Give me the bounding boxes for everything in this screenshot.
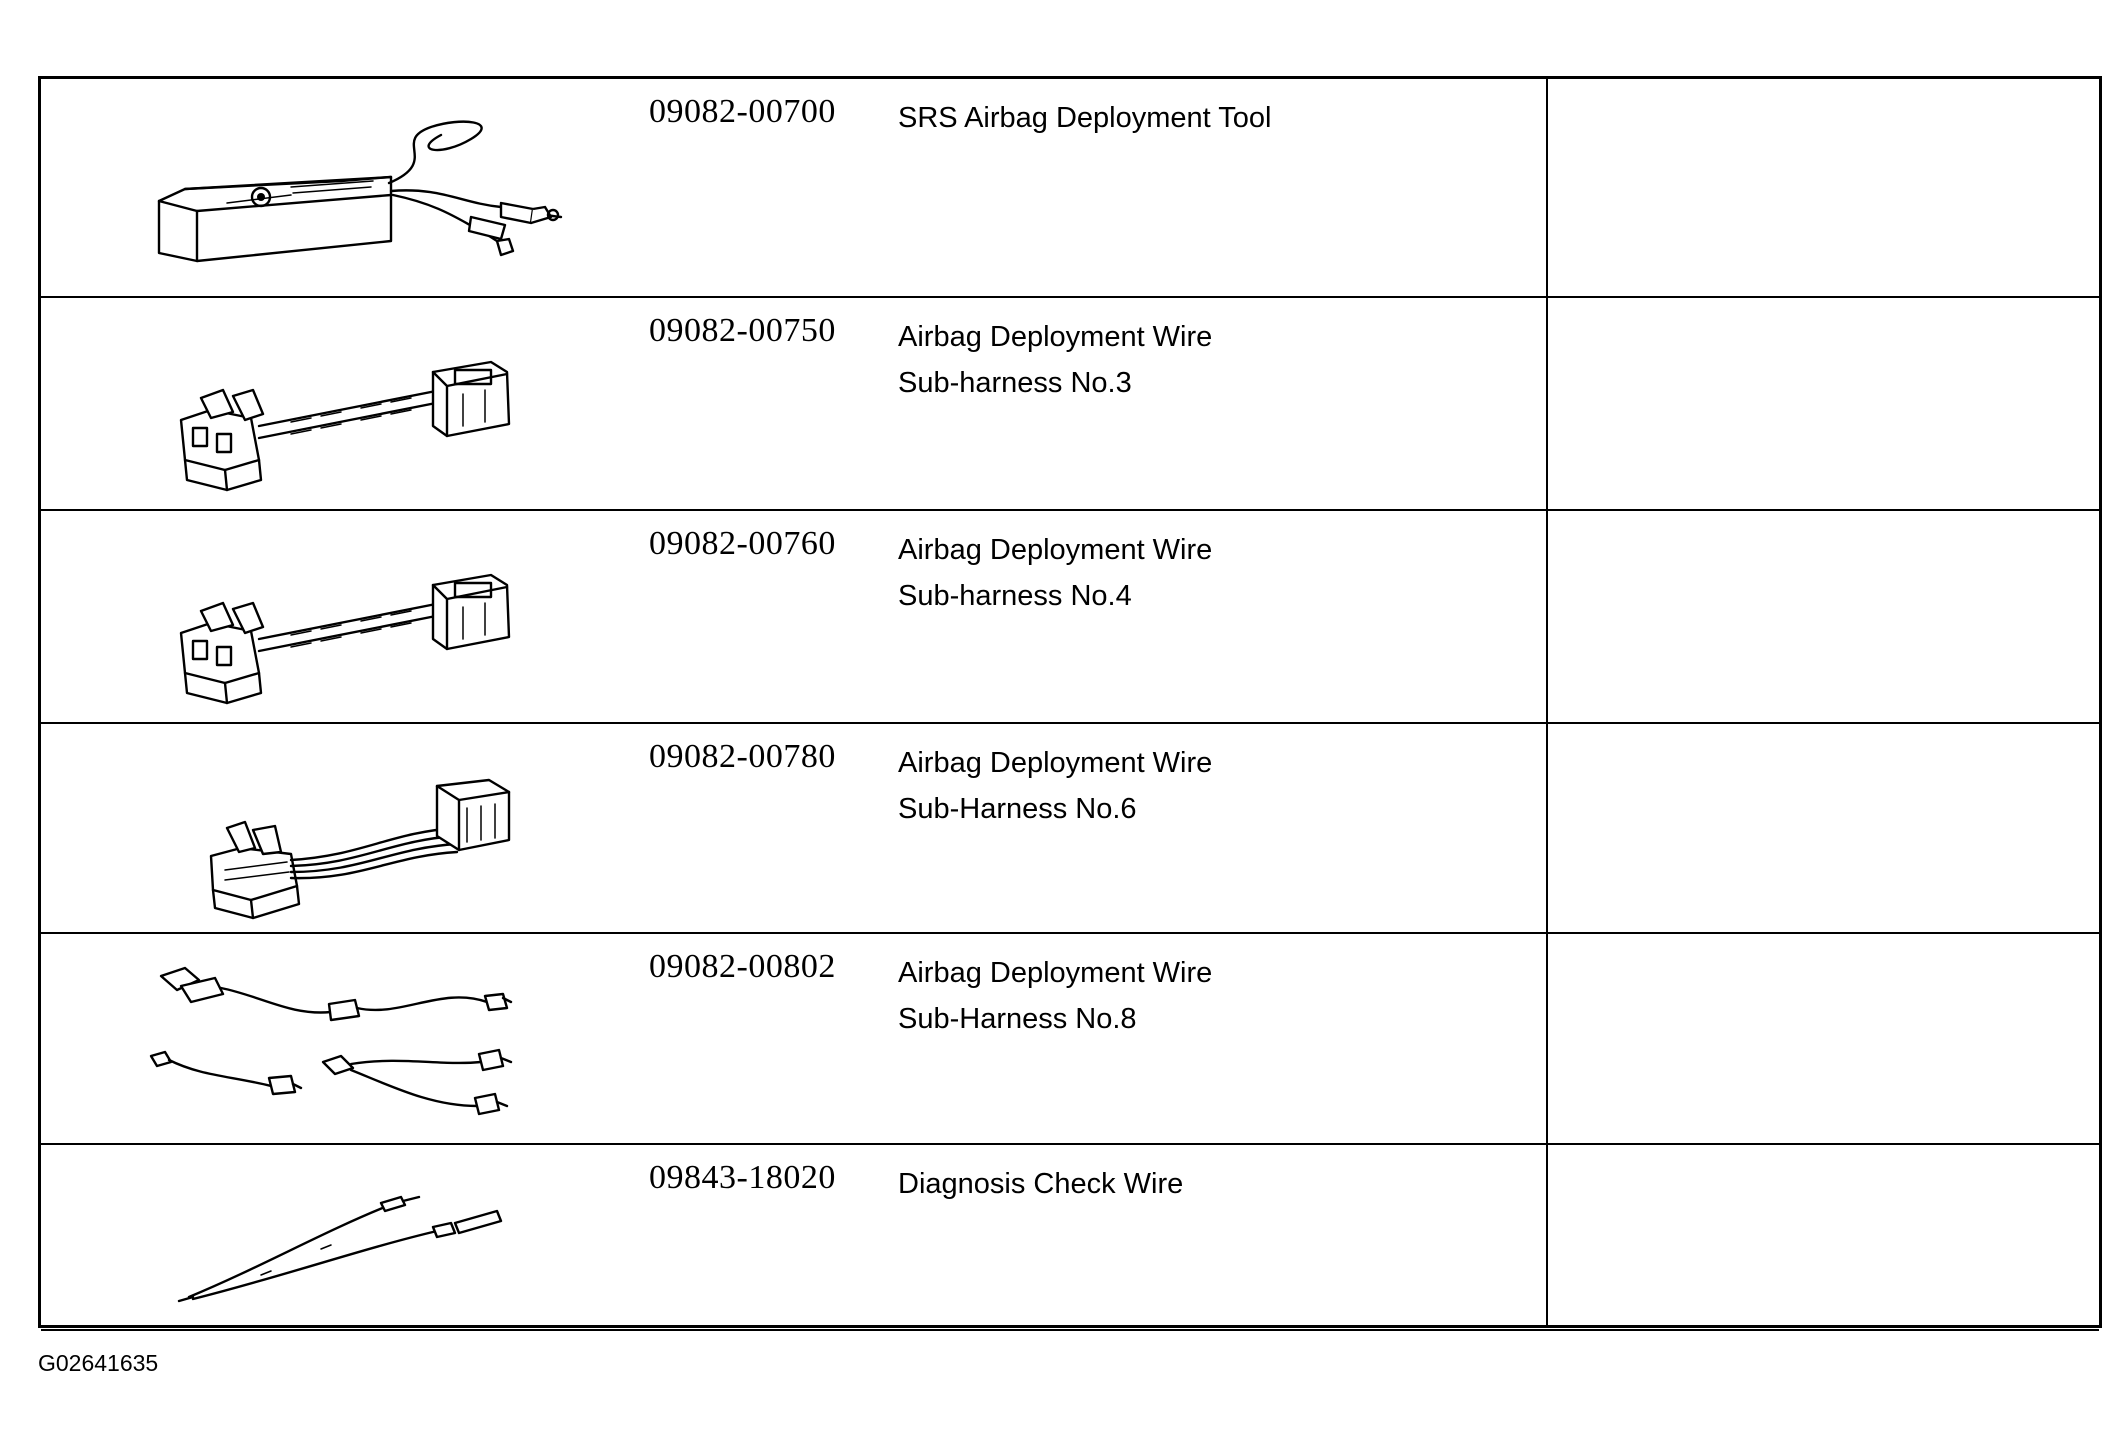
tool-description: Airbag Deployment Wire Sub-Harness No.6 — [898, 740, 1212, 832]
deployment-tool-box-illustration — [157, 120, 563, 263]
column-divider — [1546, 79, 1548, 1325]
check-wire-illustration — [177, 1195, 503, 1303]
table-row: 09082-00700 SRS Airbag Deployment Tool — [41, 79, 2099, 298]
sub-harness-flat-connector-illustration — [209, 778, 511, 920]
table-row: 09082-00780 Airbag Deployment Wire Sub-H… — [41, 724, 2099, 934]
tool-description: SRS Airbag Deployment Tool — [898, 95, 1271, 141]
part-number: 09843-18020 — [649, 1159, 836, 1196]
part-number: 09082-00780 — [649, 738, 836, 775]
part-number: 09082-00802 — [649, 948, 836, 985]
description-line: Airbag Deployment Wire — [898, 321, 1213, 353]
description-line: Sub-harness No.4 — [898, 580, 1132, 612]
description-line: Airbag Deployment Wire — [898, 747, 1213, 779]
description-line: Sub-harness No.3 — [898, 367, 1132, 399]
table-row: 09082-00750 Airbag Deployment Wire Sub-h… — [41, 298, 2099, 511]
sub-harness-connector-illustration — [179, 573, 511, 705]
sub-harness-connector-illustration — [179, 360, 511, 492]
table-row: 09082-00802 Airbag Deployment Wire Sub-H… — [41, 934, 2099, 1145]
part-number: 09082-00760 — [649, 525, 836, 562]
description-line: Sub-Harness No.8 — [898, 1003, 1137, 1035]
tool-description: Diagnosis Check Wire — [898, 1161, 1183, 1207]
description-line: SRS Airbag Deployment Tool — [898, 102, 1272, 134]
description-line: Airbag Deployment Wire — [898, 957, 1213, 989]
description-line: Sub-Harness No.6 — [898, 793, 1137, 825]
special-tools-table: 09082-00700 SRS Airbag Deployment Tool — [38, 76, 2102, 1331]
description-line: Diagnosis Check Wire — [898, 1168, 1184, 1200]
table-row: 09082-00760 Airbag Deployment Wire Sub-h… — [41, 511, 2099, 724]
part-number: 09082-00750 — [649, 312, 836, 349]
sub-harness-multi-lead-illustration — [149, 966, 513, 1116]
description-line: Airbag Deployment Wire — [898, 534, 1213, 566]
part-number: 09082-00700 — [649, 93, 836, 130]
tool-description: Airbag Deployment Wire Sub-harness No.3 — [898, 314, 1212, 406]
tool-description: Airbag Deployment Wire Sub-harness No.4 — [898, 527, 1212, 619]
table-row: 09843-18020 Diagnosis Check Wire — [41, 1145, 2099, 1331]
tool-description: Airbag Deployment Wire Sub-Harness No.8 — [898, 950, 1212, 1042]
figure-id: G02641635 — [38, 1350, 159, 1376]
